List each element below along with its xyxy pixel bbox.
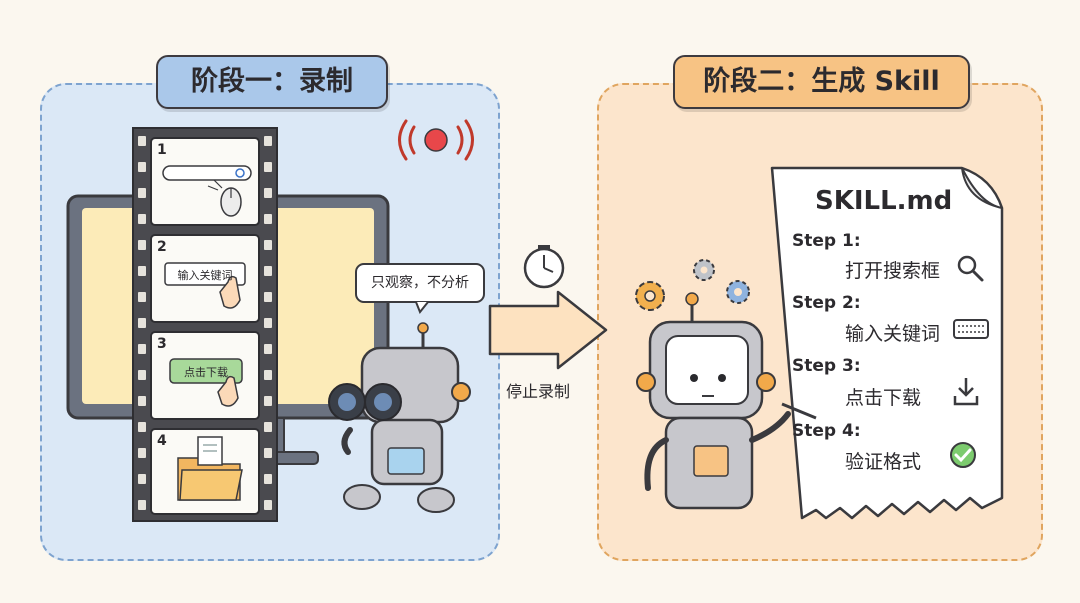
transition-arrow: [488, 290, 608, 370]
magnifier-icon: [957, 255, 984, 282]
stop-recording-caption: 停止录制: [506, 382, 571, 401]
record-icon: [398, 119, 474, 161]
skill-document: [770, 166, 1004, 520]
film-strip: [132, 127, 278, 522]
frame-1-number: 1: [157, 142, 167, 158]
check-circle-icon: [950, 442, 976, 468]
frame-4-number: 4: [157, 433, 167, 449]
step-4-label: Step 4:: [792, 421, 861, 441]
step-3-label: Step 3:: [792, 356, 861, 376]
step-3-text: 点击下载: [845, 387, 922, 409]
step-2-text: 输入关键词: [845, 323, 941, 345]
download-icon: [953, 378, 979, 406]
keyboard-icon: [953, 319, 989, 339]
speech-bubble-text: 只观察，不分析: [371, 275, 469, 291]
frame-3-button-text: 点击下载: [184, 366, 228, 379]
phase2-title: 阶段二：生成 Skill: [673, 55, 970, 109]
frame-2-number: 2: [157, 239, 167, 255]
step-1-text: 打开搜索框: [845, 260, 941, 282]
skill-doc-title: SKILL.md: [815, 186, 953, 216]
frame-3-number: 3: [157, 336, 167, 352]
step-1-label: Step 1:: [792, 231, 861, 251]
speech-bubble: [355, 263, 485, 314]
step-4-text: 验证格式: [845, 451, 922, 473]
gear-icon: [635, 259, 750, 311]
observer-robot: [328, 322, 471, 513]
writer-robot: [636, 292, 817, 510]
phase1-title: 阶段一：录制: [156, 55, 388, 109]
frame-2-input-text: 输入关键词: [177, 269, 233, 282]
stopwatch-icon: [523, 245, 565, 289]
step-2-label: Step 2:: [792, 293, 861, 313]
